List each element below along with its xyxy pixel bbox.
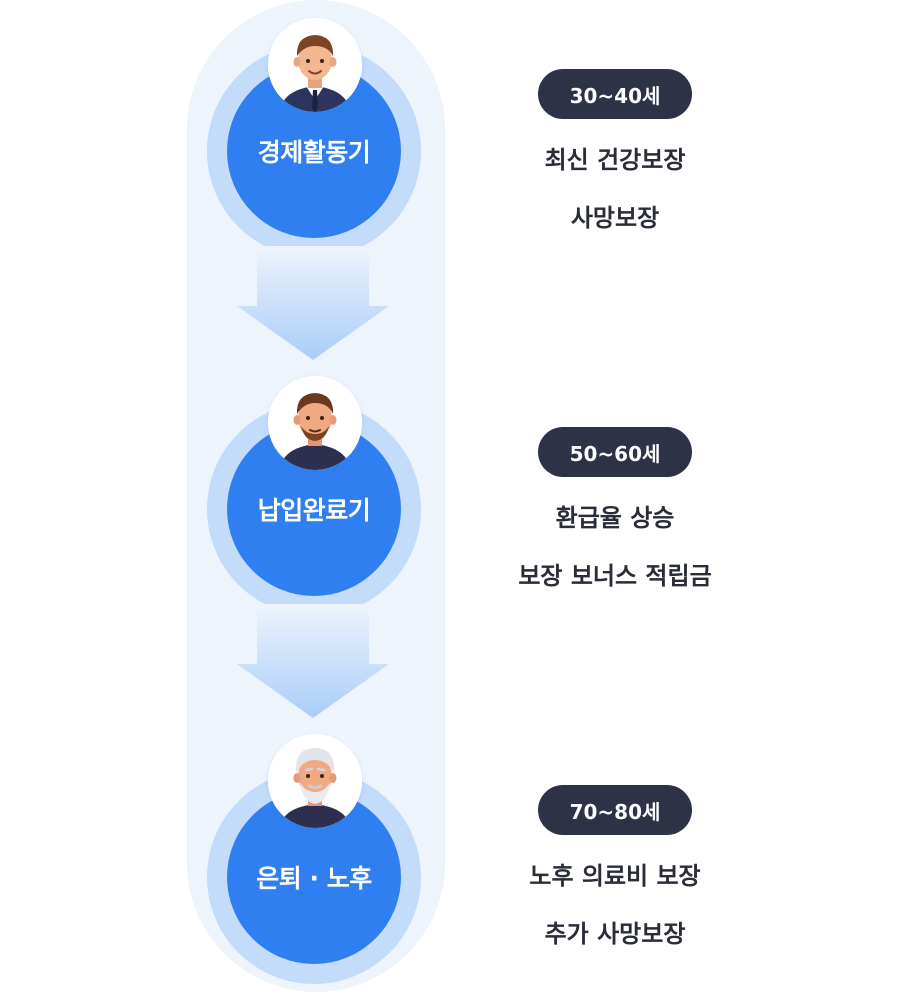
- stage-description: 노후 의료비 보장 추가 사망보장: [465, 864, 765, 980]
- young-man-avatar-icon: [268, 18, 362, 112]
- elderly-man-avatar-icon: [268, 734, 362, 828]
- stage-circle: 경제활동기: [227, 64, 401, 238]
- bearded-man-avatar-icon: [268, 376, 362, 470]
- description-line: 보장 보너스 적립금: [518, 562, 712, 590]
- description-line: 환급율 상승: [555, 504, 675, 532]
- stage-description: 환급율 상승 보장 보너스 적립금: [465, 506, 765, 622]
- description-line: 추가 사망보장: [544, 920, 686, 948]
- down-arrow-icon: [237, 604, 389, 724]
- age-badge: 30~40세: [538, 69, 692, 119]
- stage-circle: 납입완료기: [227, 422, 401, 596]
- stage-description: 최신 건강보장 사망보장: [465, 148, 765, 264]
- stage-label: 납입완료기: [257, 496, 371, 525]
- stage-label: 은퇴 · 노후: [256, 864, 372, 893]
- description-line: 노후 의료비 보장: [529, 862, 701, 890]
- age-badge: 50~60세: [538, 427, 692, 477]
- stage-payment-complete: 납입완료기: [207, 402, 421, 616]
- description-line: 사망보장: [570, 204, 660, 232]
- age-badge: 70~80세: [538, 785, 692, 835]
- down-arrow-icon: [237, 246, 389, 366]
- description-line: 최신 건강보장: [544, 146, 686, 174]
- stage-label: 경제활동기: [257, 138, 371, 167]
